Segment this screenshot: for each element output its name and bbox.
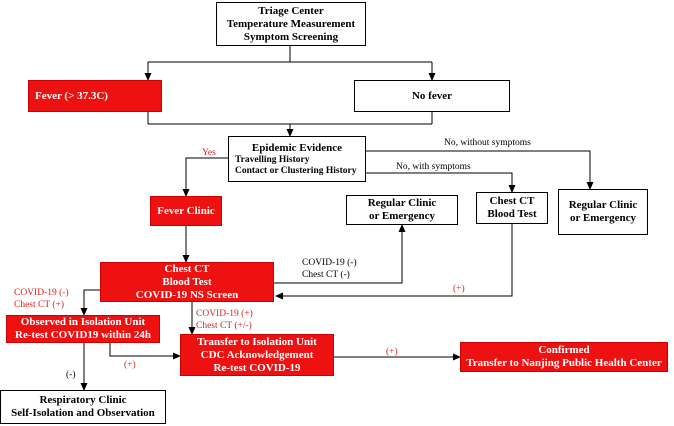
regular-clinic-box-2: Regular Clinic or Emergency [558, 189, 648, 235]
arrow-yes-fever-clinic [182, 157, 228, 197]
label-no-without-symptoms: No, without symptoms [444, 138, 531, 148]
triage-line-3: Symptom Screening [243, 30, 339, 43]
regular-clinic-2-line-2: or Emergency [569, 212, 637, 224]
triage-line-1: Triage Center [258, 4, 324, 17]
chest-ct-main-box: Chest CT Blood Test COVID-19 NS Screen [100, 262, 274, 302]
triage-line-2: Temperature Measurement [226, 17, 356, 30]
regular-clinic-2-line-1: Regular Clinic [568, 199, 638, 211]
label-covid-pos-ct-pm-2: Chest CT (+/-) [196, 321, 252, 331]
arrow-ct-to-observed [80, 289, 100, 316]
transfer-line-1: Transfer to Isolation Unit [197, 335, 317, 348]
label-minus: (-) [66, 370, 76, 380]
observed-line-1: Observed in Isolation Unit [20, 316, 146, 328]
chest-ct-blood-line-2: Blood Test [487, 208, 537, 220]
respiratory-clinic-box: Respiratory Clinic Self-Isolation and Ob… [0, 390, 166, 424]
label-plus-confirmed: (+) [386, 347, 398, 357]
fever-box: Fever (> 37.3C) [28, 80, 162, 112]
transfer-isolation-box: Transfer to Isolation Unit CDC Acknowled… [180, 334, 334, 376]
label-covid-neg-ct-neg-2: Chest CT (-) [302, 270, 350, 280]
epidemic-line-2: Contact or Clustering History [235, 165, 357, 176]
chest-ct-main-line-2: Blood Test [162, 275, 212, 288]
epidemic-line-1: Travelling History [235, 154, 310, 165]
transfer-line-2: CDC Acknowledgement [200, 348, 314, 361]
label-covid-pos-ct-pm-1: COVID-19 (+) [196, 309, 253, 319]
label-no-with-symptoms: No, with symptoms [396, 162, 471, 172]
no-fever-label: No fever [411, 89, 452, 102]
fever-clinic-label: Fever Clinic [157, 204, 215, 217]
fever-label: Fever (> 37.3C) [35, 89, 108, 102]
chest-ct-main-line-1: Chest CT [164, 262, 210, 275]
confirmed-line-1: Confirmed [538, 344, 590, 356]
fever-clinic-box: Fever Clinic [150, 196, 222, 226]
epidemic-evidence-box: Epidemic Evidence Travelling History Con… [228, 136, 366, 182]
chest-ct-blood-line-1: Chest CT [489, 195, 535, 207]
arrow-observed-to-transfer [109, 343, 181, 360]
arrow-no-with-symptoms [366, 172, 516, 193]
triage-center-box: Triage Center Temperature Measurement Sy… [216, 2, 366, 46]
confirmed-line-2: Transfer to Nanjing Public Health Center [466, 357, 662, 369]
arrow-no-without-symptoms [366, 150, 594, 190]
arrow-right-ct-positive [275, 224, 513, 300]
observed-line-2: Re-test COVID19 within 24h [15, 329, 151, 341]
chest-ct-blood-test-box: Chest CT Blood Test [476, 192, 548, 224]
regular-clinic-1-line-1: Regular Clinic [367, 197, 437, 209]
confirmed-box: Confirmed Transfer to Nanjing Public Hea… [460, 342, 668, 372]
respiratory-line-2: Self-Isolation and Observation [11, 407, 155, 419]
regular-clinic-1-line-2: or Emergency [368, 210, 436, 222]
transfer-line-3: Re-test COVID-19 [213, 361, 301, 374]
label-covid-neg-ct-pos-2: Chest CT (+) [14, 300, 65, 310]
arrow-ct-neg-to-regular [274, 224, 406, 284]
label-yes: Yes [202, 148, 216, 158]
label-plus-right: (+) [453, 284, 465, 294]
label-plus-mid: (+) [124, 360, 136, 370]
label-covid-neg-ct-neg-1: COVID-19 (-) [302, 258, 357, 268]
respiratory-line-1: Respiratory Clinic [39, 394, 127, 406]
observed-isolation-box: Observed in Isolation Unit Re-test COVID… [6, 315, 160, 343]
epidemic-title: Epidemic Evidence [251, 141, 343, 154]
label-covid-neg-ct-pos-1: COVID-19 (-) [14, 288, 69, 298]
chest-ct-main-line-3: COVID-19 NS Screen [135, 288, 239, 301]
no-fever-box: No fever [354, 80, 510, 112]
regular-clinic-box-1: Regular Clinic or Emergency [346, 195, 458, 225]
